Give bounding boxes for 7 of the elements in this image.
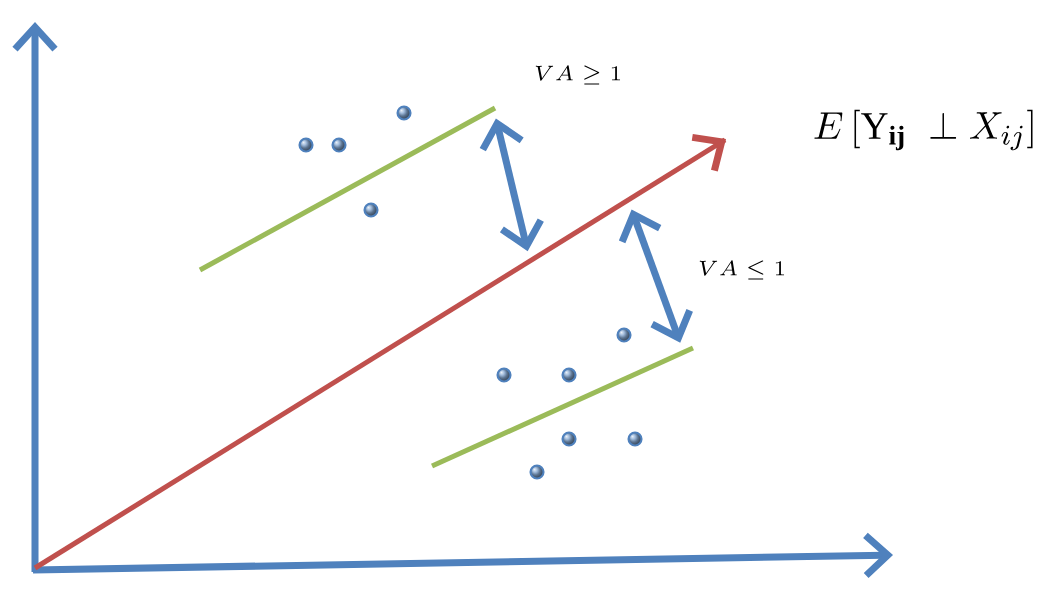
fit-line xyxy=(198,105,497,273)
fit-line xyxy=(431,345,694,469)
math-label: $VA \geq 1$ xyxy=(535,65,620,85)
double-arrow xyxy=(618,209,693,343)
math-label: $VA \leq 1$ xyxy=(699,260,784,280)
double-arrow xyxy=(479,118,544,252)
math-label: $E\left[\mathrm{Y}_{\mathbf{ij}}\;\perp X_{ij}\right]$ xyxy=(814,109,1033,151)
